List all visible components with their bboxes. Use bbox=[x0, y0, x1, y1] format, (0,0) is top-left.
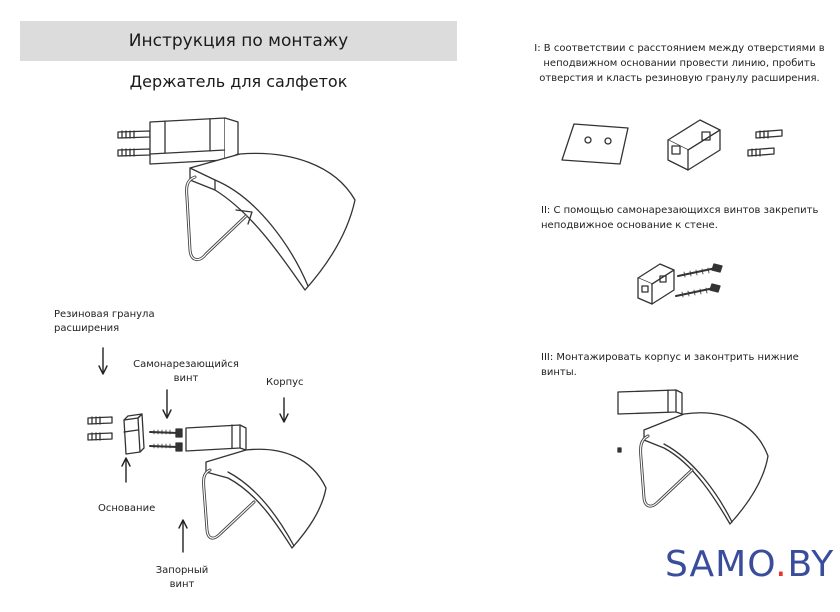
label-rubber-plug: Резиновая гранула расширения bbox=[54, 309, 155, 334]
logo-dot: . bbox=[775, 544, 788, 585]
page-title-text: Инструкция по монтажу bbox=[128, 31, 349, 51]
step2-illustration bbox=[637, 263, 723, 305]
logo-text-main: SAMO bbox=[665, 544, 776, 585]
exploded-view-illustration bbox=[87, 413, 327, 549]
product-subtitle: Держатель для салфеток bbox=[129, 72, 348, 91]
step-1-text: I: В соответствии с расстоянием между от… bbox=[534, 43, 825, 84]
callout-arrows bbox=[98, 347, 289, 553]
logo-text-suffix: BY bbox=[787, 544, 835, 585]
step1-illustration bbox=[561, 119, 783, 171]
label-lock-screw: Запорный винт bbox=[155, 565, 209, 590]
label-self-tapping-screw: Самонарезающийся винт bbox=[133, 359, 239, 384]
step-2-text: II: С помощью самонарезающихся винтов за… bbox=[541, 205, 819, 231]
anchor-icon bbox=[117, 130, 151, 157]
label-base: Основание bbox=[98, 503, 156, 514]
label-body: Корпус bbox=[266, 377, 304, 388]
step3-illustration bbox=[617, 389, 769, 525]
brand-logo: SAMO.BY bbox=[665, 544, 834, 585]
assembled-holder-top-illustration bbox=[117, 117, 356, 291]
step-3-text: III: Монтажировать корпус и законтрить н… bbox=[541, 352, 799, 378]
page-title: Инструкция по монтажу bbox=[20, 21, 457, 61]
